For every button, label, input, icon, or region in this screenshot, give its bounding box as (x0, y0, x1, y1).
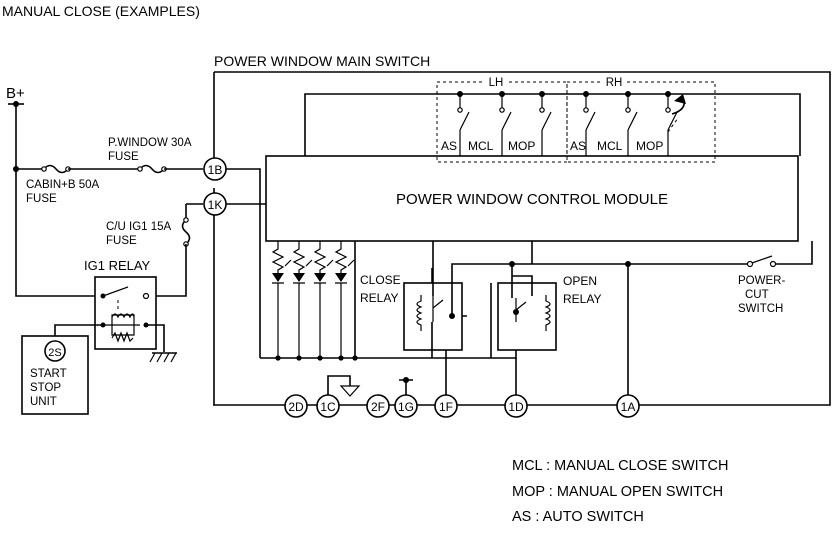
connector-2d: 2D (284, 394, 308, 418)
cu-ig1-fuse-label-1: C/U IG1 15A (106, 221, 172, 233)
resistor-led-array (271, 241, 356, 358)
close-relay-label-1: CLOSE (360, 273, 401, 287)
pwindow-fuse-symbol (139, 164, 165, 174)
ig1-relay-coil (100, 313, 149, 343)
power-cut-label-2: CUT (745, 289, 769, 301)
connector-1k: 1K (203, 192, 227, 216)
ig1-relay-label: IG1 RELAY (84, 258, 151, 273)
ground-symbol (149, 352, 177, 363)
connector-2s: 2S (44, 340, 66, 362)
legend-mop: MOP : MANUAL OPEN SWITCH (512, 484, 723, 500)
lh-mop-label: MOP (508, 139, 535, 153)
start-stop-label-2: STOP (30, 382, 61, 394)
connector-2d-label: 2D (288, 400, 304, 414)
open-relay-label-2: RELAY (563, 292, 601, 306)
start-stop-label-1: START (30, 368, 67, 380)
cabin-fuse-symbol (43, 164, 69, 174)
signal-ground-symbol (339, 385, 361, 397)
rh-group-label: RH (606, 77, 623, 89)
rh-mop-label: MOP (636, 139, 663, 153)
rh-mcl-label: MCL (597, 139, 623, 153)
open-relay-box (497, 282, 557, 351)
cabin-fuse-label-1: CABIN+B 50A (26, 179, 100, 191)
cabin-fuse-label-2: FUSE (26, 193, 57, 205)
connector-1k-label: 1K (208, 198, 223, 212)
cu-ig1-fuse-symbol (181, 219, 191, 245)
rh-switch-group (566, 81, 716, 163)
connector-1g-label: 1G (398, 400, 414, 414)
legend-mcl: MCL : MANUAL CLOSE SWITCH (512, 458, 728, 474)
open-relay-label-1: OPEN (563, 274, 597, 288)
connector-2f: 2F (366, 394, 390, 418)
battery-terminal: B+ (6, 85, 25, 107)
connector-1g: 1G (394, 394, 418, 418)
pwindow-fuse-label-1: P.WINDOW 30A (108, 137, 192, 149)
open-relay-coil (544, 295, 551, 331)
close-relay-label-2: RELAY (360, 291, 398, 305)
connector-1b: 1B (203, 157, 227, 181)
lh-mcl-label: MCL (468, 139, 494, 153)
battery-label: B+ (6, 85, 25, 102)
connector-1d-label: 1D (508, 400, 524, 414)
connector-1a: 1A (616, 394, 640, 418)
rh-as-label: AS (570, 139, 586, 153)
connector-2s-label: 2S (48, 347, 61, 359)
connector-1f: 1F (434, 394, 458, 418)
power-cut-label-1: POWER- (738, 275, 785, 287)
lh-as-label: AS (441, 139, 457, 153)
connector-1f-label: 1F (439, 400, 453, 414)
connector-2f-label: 2F (371, 400, 385, 414)
control-module-label: POWER WINDOW CONTROL MODULE (396, 191, 668, 208)
pwindow-fuse-label-2: FUSE (108, 151, 139, 163)
start-stop-label-3: UNIT (30, 396, 57, 408)
start-stop-unit-box (21, 335, 89, 415)
connector-1c: 1C (316, 394, 340, 418)
ig1-relay-box (94, 276, 157, 350)
connector-1b-label: 1B (208, 163, 223, 177)
close-relay-coil (416, 295, 423, 331)
cu-ig1-fuse-label-2: FUSE (106, 235, 137, 247)
power-cut-label-3: SWITCH (738, 303, 783, 315)
power-cut-switch (746, 241, 813, 268)
ig1-relay-contacts (100, 286, 150, 312)
rh-switches (583, 91, 686, 156)
diagram-title: MANUAL CLOSE (EXAMPLES) (2, 3, 200, 19)
connector-1a-label: 1A (621, 400, 636, 414)
lh-switches (457, 91, 552, 156)
main-switch-label: POWER WINDOW MAIN SWITCH (214, 53, 430, 69)
legend-as: AS : AUTO SWITCH (512, 509, 644, 525)
connector-1d: 1D (504, 394, 528, 418)
lh-group-label: LH (489, 77, 504, 89)
connector-1c-label: 1C (320, 400, 336, 414)
